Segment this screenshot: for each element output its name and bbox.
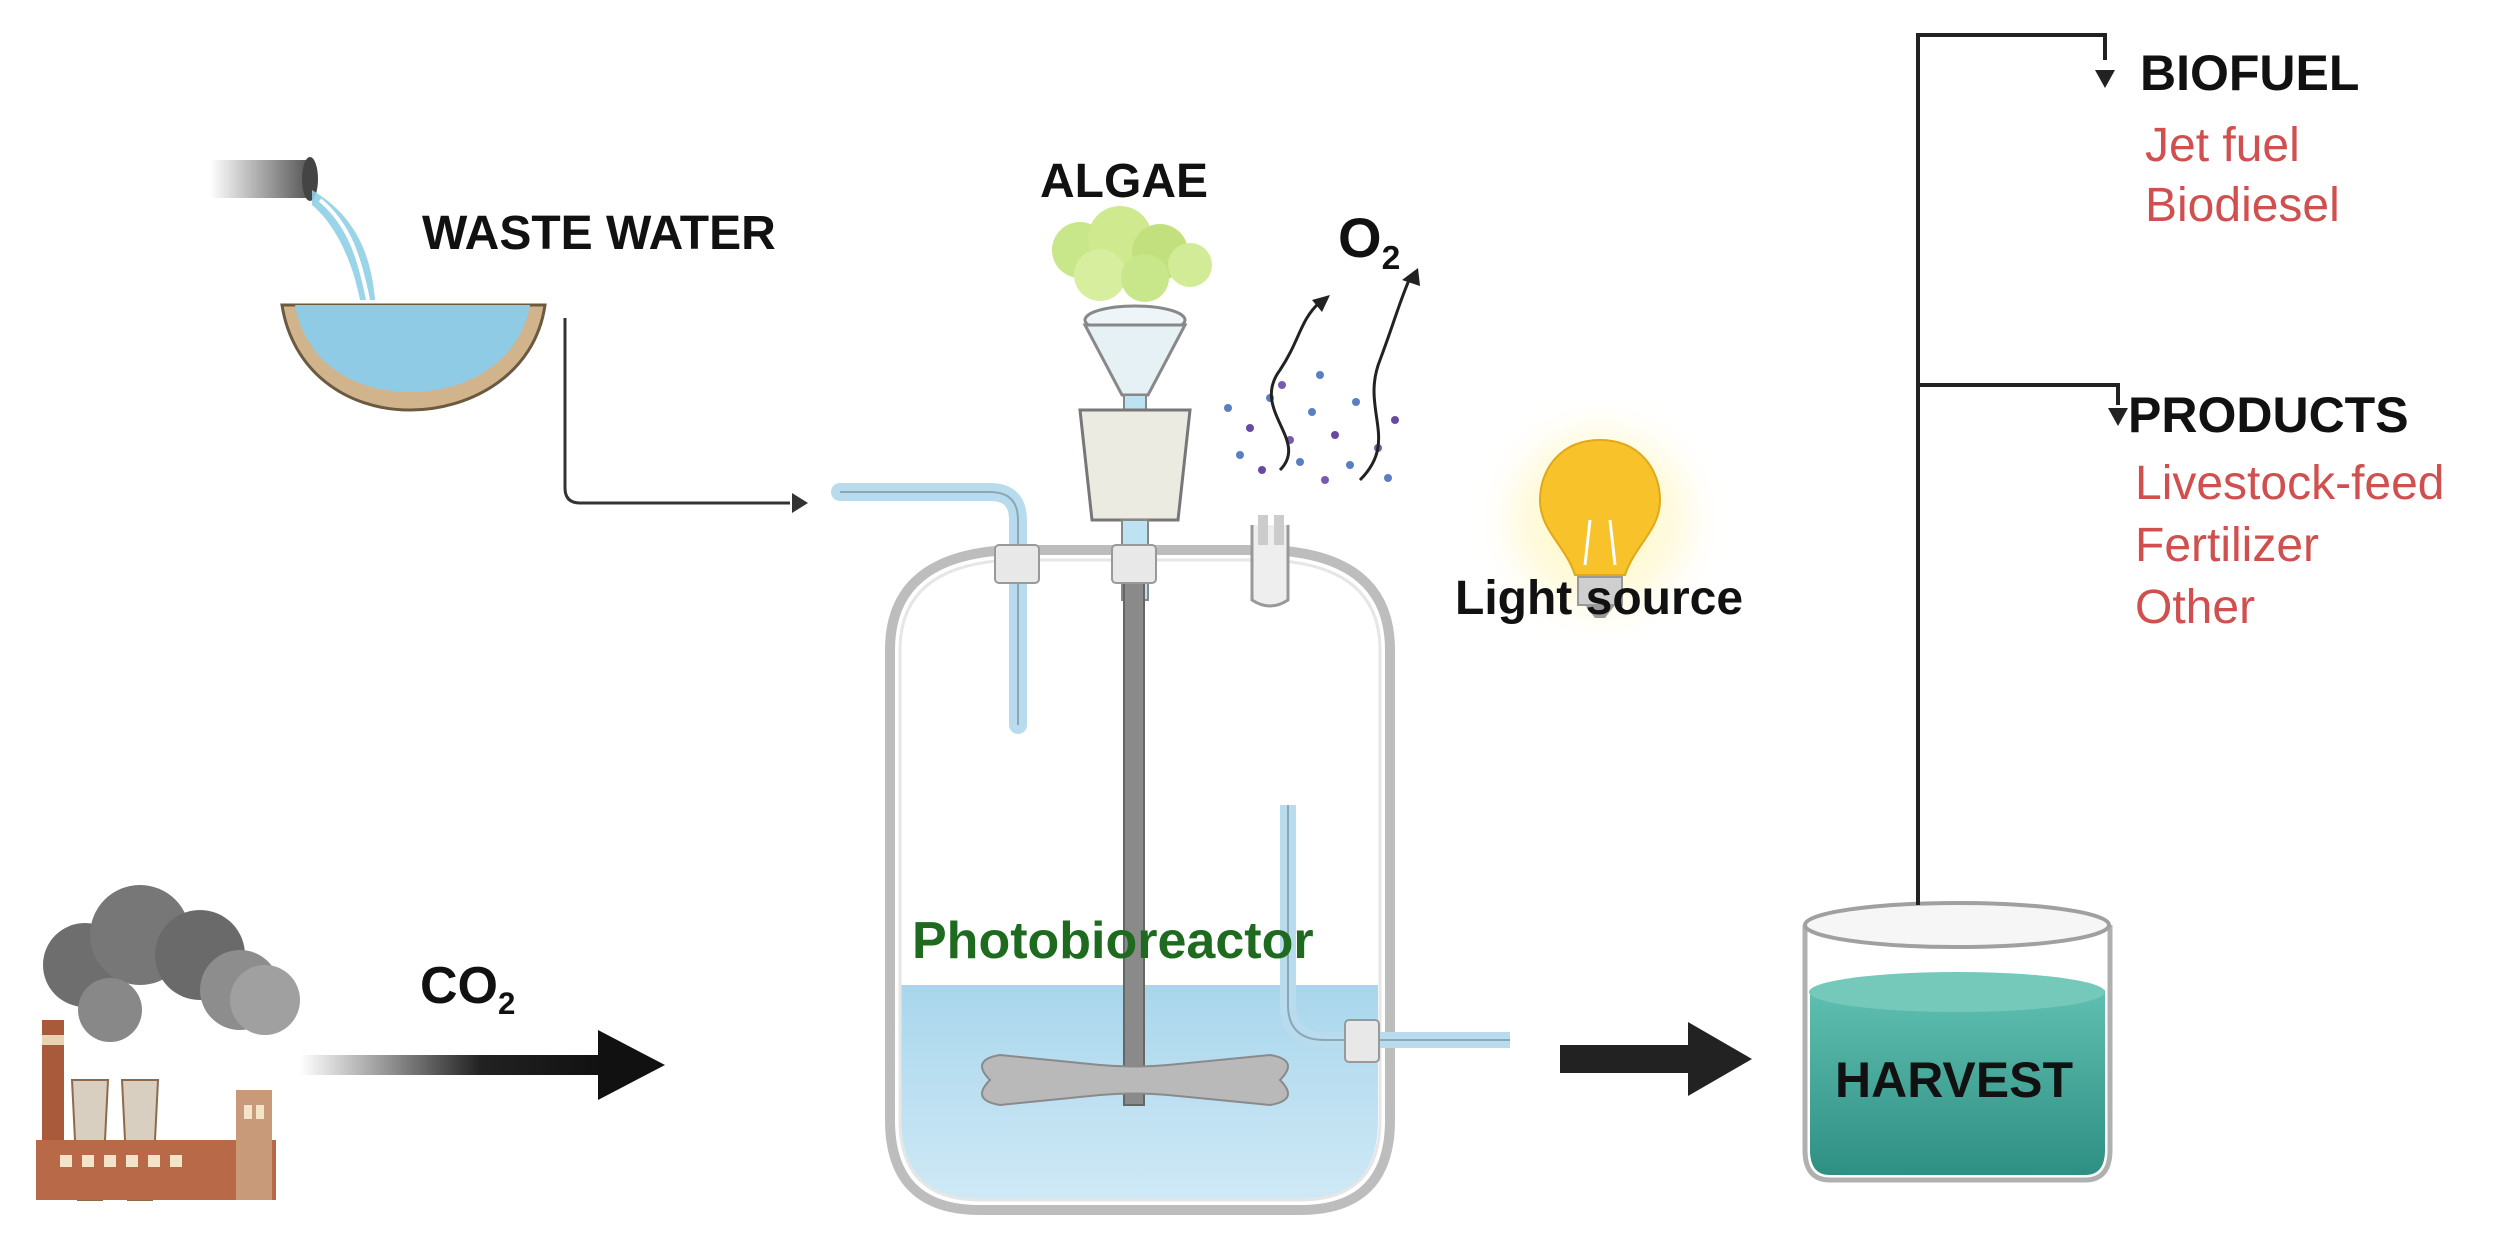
output-tree-trunk: [1916, 33, 2107, 905]
shaft-clamp: [1111, 544, 1157, 584]
products-item-other: Other: [2135, 581, 2256, 634]
co2-label: CO2: [420, 957, 515, 1019]
oxygen-wavy-arrow-2: [1358, 277, 1412, 482]
products-item-fertilizer: Fertilizer: [2135, 519, 2320, 572]
photobioreactor-label: Photobioreactor: [912, 912, 1314, 970]
oxygen-symbol: O: [1338, 206, 1382, 269]
biofuel-title: BIOFUEL: [2140, 45, 2360, 101]
waste-water-arrowhead: [792, 493, 808, 513]
harvest-arrowhead: [1688, 1022, 1752, 1096]
products-title: PRODUCTS: [2128, 387, 2409, 443]
waste-water-label: WASTE WATER: [422, 207, 776, 260]
oxygen-arrowhead-2: [1402, 268, 1420, 286]
products-item-livestock-feed: Livestock-feed: [2135, 457, 2445, 510]
oxygen-subscript: 2: [1381, 239, 1401, 277]
co2-symbol: CO: [420, 957, 498, 1015]
biofuel-arrowhead: [2095, 70, 2115, 88]
biofuel-item-biodiesel: Biodiesel: [2145, 179, 2340, 232]
harvest-label: HARVEST: [1835, 1052, 2074, 1108]
factory-icon: [36, 885, 300, 1201]
products-branch: [1918, 383, 2120, 405]
oxygen-wavy-arrow-1: [1269, 300, 1322, 472]
outlet-clamp: [1344, 1019, 1380, 1063]
harvest-container-icon: [1802, 901, 2113, 1183]
products-arrowhead: [2108, 408, 2128, 426]
co2-subscript: 2: [498, 985, 516, 1021]
algae-label: ALGAE: [1040, 155, 1208, 208]
stirrer-paddle: [981, 1053, 1289, 1107]
co2-arrow-shaft: [300, 1055, 600, 1075]
harvest-arrow-shaft: [1560, 1045, 1690, 1073]
gas-outlet-icon: [1250, 515, 1290, 608]
light-source-label: Light source: [1455, 572, 1744, 625]
oxygen-label: O2: [1338, 210, 1400, 276]
biofuel-item-jet-fuel: Jet fuel: [2145, 119, 2300, 172]
stirrer-shaft: [1123, 559, 1145, 1106]
co2-arrowhead: [598, 1030, 665, 1100]
inlet-clamp: [994, 544, 1040, 584]
waste-water-icon: [210, 157, 547, 412]
algae-icon: [1052, 206, 1212, 302]
oxygen-bubbles-icon: [1224, 371, 1399, 484]
reactor-inlet-tube: [831, 483, 1027, 734]
oxygen-arrowhead-1: [1312, 295, 1330, 312]
waste-water-connector: [563, 318, 790, 505]
light-bulb-icon: [1470, 390, 1730, 650]
